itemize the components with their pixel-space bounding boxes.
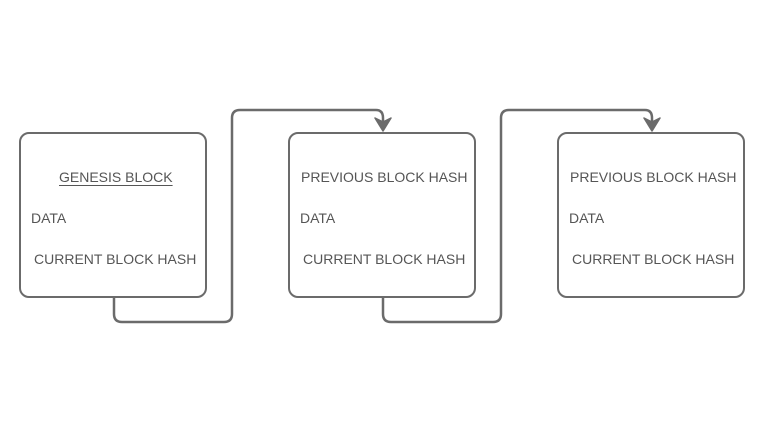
block-3: PREVIOUS BLOCK HASH DATA CURRENT BLOCK H… [557, 132, 745, 298]
genesis-block-data-label: DATA [31, 210, 67, 226]
block-3-current-hash-label: CURRENT BLOCK HASH [572, 251, 735, 267]
block-3-data-label: DATA [569, 210, 605, 226]
connector-1-to-2 [112, 108, 385, 324]
block-2-previous-hash-label: PREVIOUS BLOCK HASH [301, 169, 468, 185]
block-2-current-hash-label: CURRENT BLOCK HASH [303, 251, 466, 267]
genesis-block: GENESIS BLOCK DATA CURRENT BLOCK HASH [19, 132, 207, 298]
block-2: PREVIOUS BLOCK HASH DATA CURRENT BLOCK H… [288, 132, 476, 298]
block-2-data-label: DATA [300, 210, 336, 226]
arrowhead-2 [643, 117, 661, 132]
block-3-previous-hash-label: PREVIOUS BLOCK HASH [570, 169, 737, 185]
genesis-block-title: GENESIS BLOCK [59, 169, 173, 185]
arrowhead-1 [374, 117, 392, 132]
genesis-block-current-hash-label: CURRENT BLOCK HASH [34, 251, 197, 267]
connector-2-to-3 [381, 108, 654, 324]
